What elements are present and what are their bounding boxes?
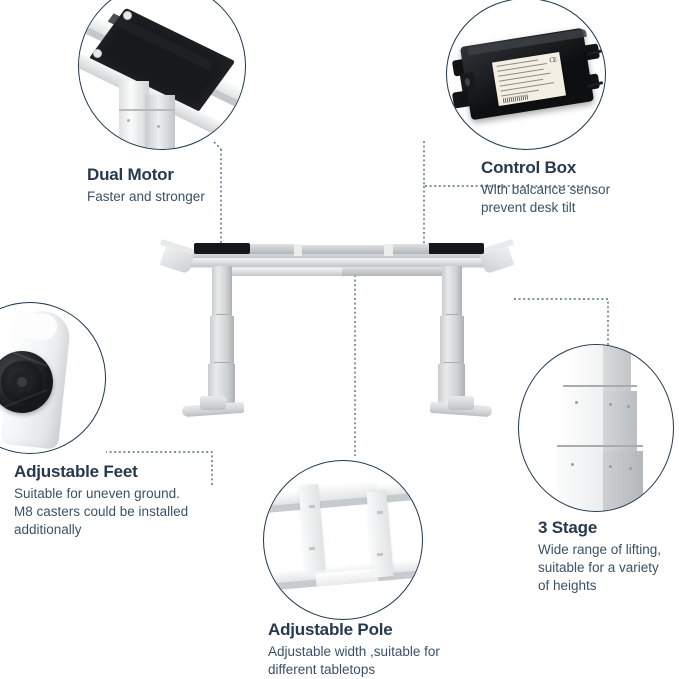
desk-motor-right [428,243,484,254]
feature-title: 3 Stage [538,518,598,537]
callout-adjustable-pole [263,460,423,620]
feature-description: Suitable for uneven ground. M8 casters c… [14,486,189,538]
feature-title: Control Box [481,158,577,177]
feature-description: With balcance sensor prevent desk tilt [481,182,611,216]
label-three-stage: 3 Stage Wide range of lifting, suitable … [538,518,661,595]
label-adjustable-feet: Adjustable Feet Suitable for uneven grou… [14,462,188,539]
standing-desk-frame [159,228,515,420]
desk-leg-left [212,266,232,318]
callout-adjustable-feet [0,302,106,454]
callout-dual-motor [78,0,246,150]
feature-title: Dual Motor [87,165,174,184]
feature-description: Adjustable width ,suitable for different… [268,644,440,678]
feature-title: Adjustable Pole [268,620,393,639]
label-control-box: Control Box With balcance sensor prevent… [481,158,610,217]
callout-control-box: CE [446,0,606,150]
callout-three-stage [518,344,674,512]
feature-title: Adjustable Feet [14,462,138,481]
desk-motor-left [194,243,250,254]
label-adjustable-pole: Adjustable Pole Adjustable width ,suitab… [268,620,440,679]
ce-mark-icon: CE [548,55,557,65]
feature-description: Faster and stronger [87,189,205,205]
feature-description: Wide range of lifting, suitable for a va… [538,542,662,594]
desk-leg-right [442,266,462,318]
label-dual-motor: Dual Motor Faster and stronger [87,165,205,206]
